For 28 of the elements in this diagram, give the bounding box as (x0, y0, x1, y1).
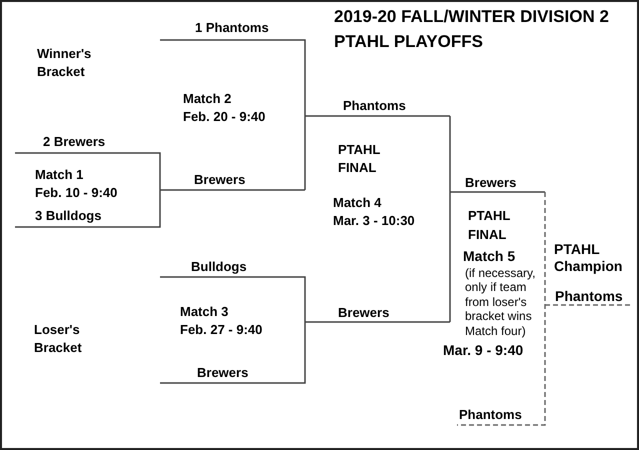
note-text: (if necessary, only if team from loser's bracket wins Match four) (465, 266, 536, 338)
team-name: Phantoms (459, 406, 522, 424)
bracket-name: Loser's Bracket (34, 321, 83, 357)
match-time: Feb. 27 - 9:40 (180, 321, 262, 339)
team-name: Phantoms (555, 287, 623, 305)
match-name: Match 2 (183, 90, 232, 108)
team-name: Brewers (465, 174, 516, 192)
round-name: PTAHL FINAL (468, 206, 512, 244)
round-name: PTAHL FINAL (338, 141, 382, 177)
match-time: Mar. 3 - 10:30 (333, 212, 415, 230)
match-time: Feb. 10 - 9:40 (35, 184, 118, 202)
bracket-name: Winner's Bracket (37, 45, 92, 81)
team-name: Bulldogs (191, 258, 247, 276)
team-name: 2 Brewers (43, 133, 106, 151)
team-name: Brewers (197, 364, 248, 382)
match-name: Match 4 (333, 194, 382, 212)
match-time: Feb. 20 - 9:40 (183, 108, 266, 126)
round-name: PTAHL Champion (554, 240, 624, 274)
team-name: 1 Phantoms (195, 19, 269, 37)
team-name: Brewers (338, 304, 390, 322)
diagram-title: 2019-20 FALL/WINTER DIVISION 2 PTAHL PLAYOFFS (334, 6, 610, 53)
match-name: Match 5 (463, 247, 516, 265)
team-name: 3 Bulldogs (35, 207, 102, 225)
match-time: Mar. 9 - 9:40 (443, 341, 524, 359)
team-name: Phantoms (343, 97, 406, 115)
team-name: Brewers (194, 171, 246, 189)
match-name: Match 1 (35, 166, 84, 184)
match-name: Match 3 (180, 303, 228, 321)
